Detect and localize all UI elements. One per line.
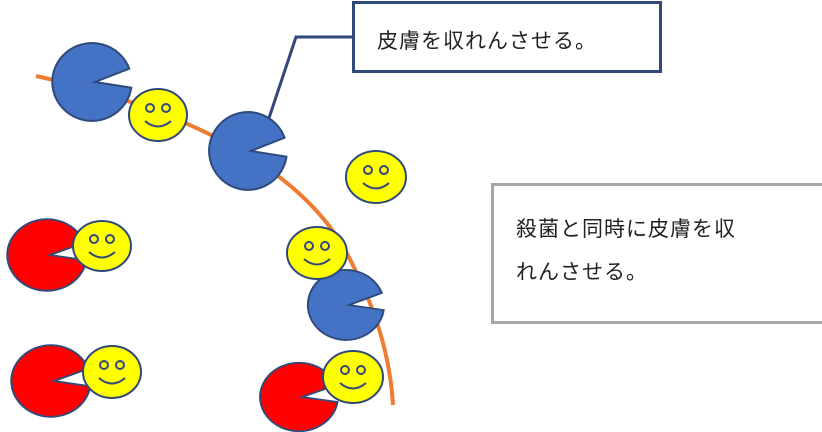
smiley-face-1 [128, 88, 188, 142]
pacman-red-1 [6, 218, 88, 292]
pacman-red-2 [10, 344, 92, 418]
callout-sterilize-astringent-text: 殺菌と同時に皮膚を収 れんさせる。 [516, 217, 736, 284]
smiley-face-4 [286, 226, 348, 280]
callout-astringent: 皮膚を収れんさせる。 [352, 1, 662, 73]
callout-leader-line [266, 35, 352, 122]
smiley-face-2 [345, 150, 407, 204]
callout-astringent-text: 皮膚を収れんさせる。 [377, 29, 597, 53]
pacman-blue-1 [51, 42, 133, 122]
smiley-face-3 [72, 220, 132, 272]
pacman-blue-3 [306, 269, 385, 341]
smiley-face-6 [322, 350, 384, 404]
callout-sterilize-astringent: 殺菌と同時に皮膚を収 れんさせる。 [491, 183, 822, 324]
smiley-face-5 [82, 345, 142, 399]
pacman-blue-2 [208, 111, 288, 191]
pacman-red-3 [259, 361, 339, 432]
